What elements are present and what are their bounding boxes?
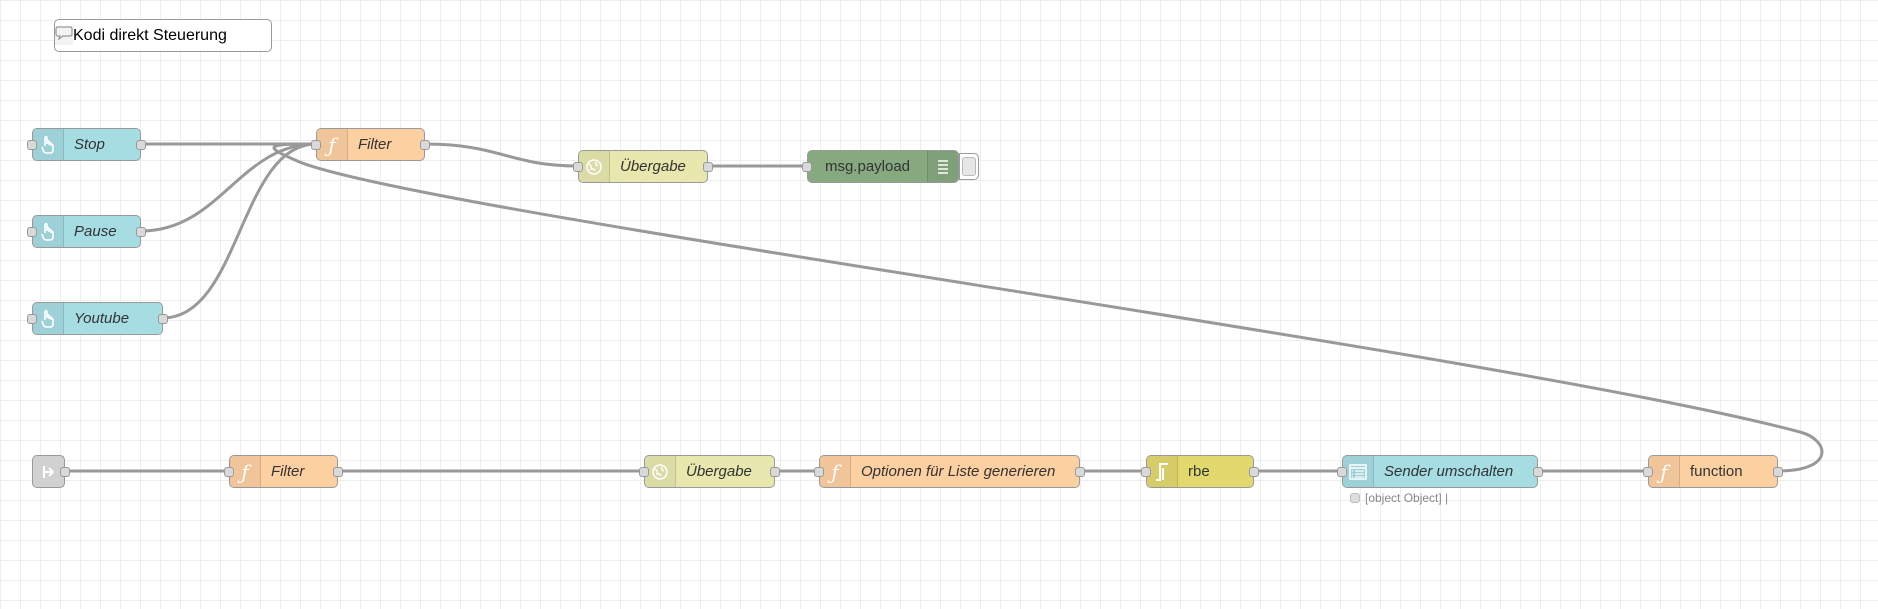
- output-port[interactable]: [136, 226, 146, 237]
- status-dot-icon: [1350, 493, 1360, 503]
- node-label: Stop: [74, 136, 105, 153]
- output-port[interactable]: [703, 161, 713, 172]
- rbe-node[interactable]: rbe: [1141, 455, 1259, 488]
- output-port[interactable]: [1075, 466, 1085, 477]
- function-icon: ƒ: [1649, 456, 1680, 487]
- input-port[interactable]: [1337, 466, 1347, 477]
- debug-node-msg-payload[interactable]: msg.payload: [802, 150, 959, 183]
- input-port[interactable]: [1643, 466, 1653, 477]
- hand-pointer-icon[interactable]: [33, 216, 64, 247]
- node-label: Übergabe: [686, 463, 752, 480]
- comment-node[interactable]: Kodi direkt Steuerung: [54, 19, 272, 52]
- input-port[interactable]: [311, 139, 321, 150]
- function-node-function[interactable]: ƒ function: [1643, 455, 1783, 488]
- globe-icon: [579, 151, 610, 182]
- input-port[interactable]: [27, 313, 37, 324]
- input-port[interactable]: [224, 466, 234, 477]
- ui-dropdown-node-sender[interactable]: Sender umschalten: [1337, 455, 1543, 488]
- function-icon: ƒ: [317, 129, 348, 160]
- output-port[interactable]: [136, 139, 146, 150]
- input-port[interactable]: [27, 139, 37, 150]
- input-port[interactable]: [639, 466, 649, 477]
- http-request-node-uebergabe-top[interactable]: Übergabe: [573, 150, 713, 183]
- comment-label: Kodi direkt Steuerung: [73, 26, 227, 44]
- output-port[interactable]: [60, 466, 70, 477]
- function-node-filter-bottom[interactable]: ƒ Filter: [224, 455, 343, 488]
- wire-pause-filter[interactable]: [140, 142, 317, 233]
- comment-icon: [55, 26, 73, 45]
- function-icon: ƒ: [230, 456, 261, 487]
- inject-node-youtube[interactable]: Youtube: [27, 302, 168, 335]
- inject-node-stop[interactable]: Stop: [27, 128, 146, 161]
- input-port[interactable]: [814, 466, 824, 477]
- node-label: Youtube: [74, 310, 130, 327]
- input-port[interactable]: [573, 161, 583, 172]
- list-box-icon: [1343, 456, 1374, 487]
- output-port[interactable]: [1249, 466, 1259, 477]
- link-arrow-icon: [33, 456, 64, 487]
- output-port[interactable]: [333, 466, 343, 477]
- input-port[interactable]: [1141, 466, 1151, 477]
- node-label: Übergabe: [620, 158, 686, 175]
- node-label: rbe: [1188, 463, 1210, 480]
- output-port[interactable]: [158, 313, 168, 324]
- hand-pointer-icon[interactable]: [33, 129, 64, 160]
- node-label: msg.payload: [824, 158, 911, 175]
- debug-toggle-icon: [962, 157, 976, 176]
- node-status: [object Object] |: [1350, 491, 1448, 505]
- output-port[interactable]: [420, 139, 430, 150]
- node-label: Pause: [74, 223, 117, 240]
- list-icon: [927, 151, 958, 182]
- input-port[interactable]: [802, 161, 812, 172]
- output-port[interactable]: [1773, 466, 1783, 477]
- wire-youtube-filter[interactable]: [162, 142, 317, 320]
- wire-filter-uebergabe[interactable]: [424, 142, 579, 168]
- hand-pointer-icon[interactable]: [33, 303, 64, 334]
- wire-function-filter-loop[interactable]: [272, 142, 1824, 473]
- node-label: function: [1690, 463, 1743, 480]
- node-label: Filter: [358, 136, 392, 153]
- globe-icon: [645, 456, 676, 487]
- rbe-icon: [1147, 456, 1178, 487]
- node-label: Sender umschalten: [1384, 463, 1514, 480]
- status-text: [object Object] |: [1365, 491, 1449, 505]
- link-in-node[interactable]: [32, 455, 70, 488]
- input-port[interactable]: [27, 226, 37, 237]
- function-node-optionen[interactable]: ƒ Optionen für Liste generieren: [814, 455, 1085, 488]
- debug-toggle-button[interactable]: [959, 153, 979, 180]
- function-icon: ƒ: [820, 456, 851, 487]
- node-label: Filter: [271, 463, 305, 480]
- function-node-filter-top[interactable]: ƒ Filter: [311, 128, 430, 161]
- inject-node-pause[interactable]: Pause: [27, 215, 146, 248]
- node-label: Optionen für Liste generieren: [861, 463, 1056, 480]
- output-port[interactable]: [770, 466, 780, 477]
- http-request-node-uebergabe-bottom[interactable]: Übergabe: [639, 455, 780, 488]
- output-port[interactable]: [1533, 466, 1543, 477]
